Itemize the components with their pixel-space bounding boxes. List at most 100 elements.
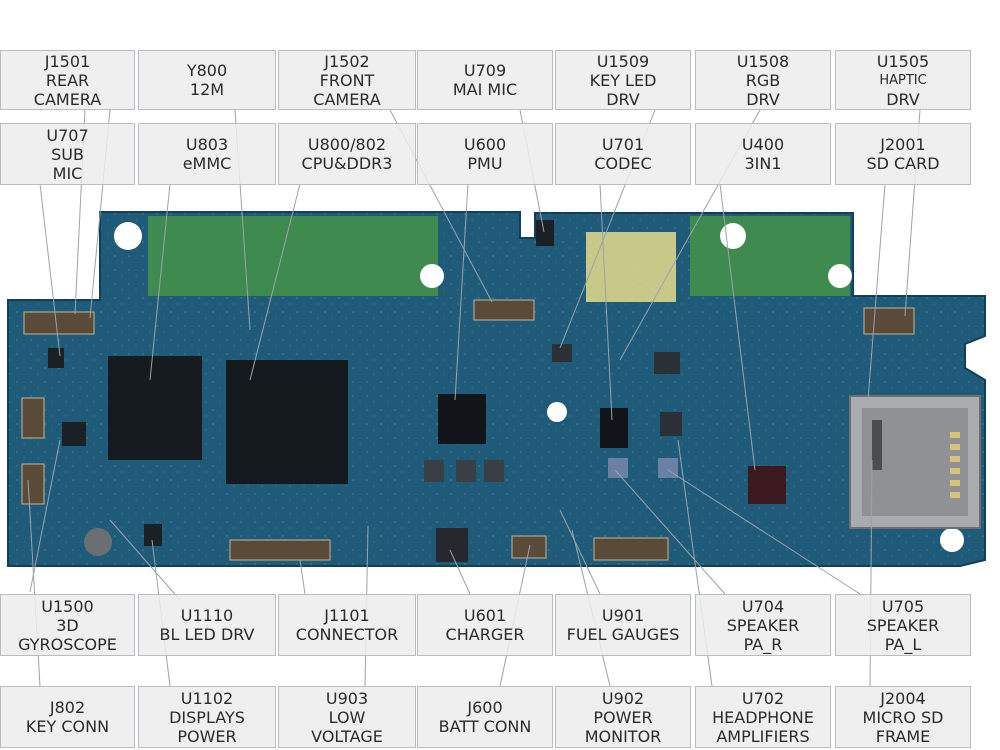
label-line: J1101	[324, 606, 370, 625]
label-line: U704	[741, 596, 785, 616]
inductor	[84, 528, 112, 556]
leader-line	[249, 183, 301, 381]
label-line: U1110	[180, 606, 234, 625]
label-line: CAMERA	[313, 89, 381, 109]
pmu-chip	[438, 394, 486, 444]
leader-line	[599, 183, 613, 421]
mounting-hole	[547, 402, 567, 422]
label-line: FRAME	[875, 726, 931, 746]
label-line: J802	[49, 698, 86, 717]
label-line: FRONT	[319, 70, 375, 90]
label-line: BL LED DRV	[159, 625, 255, 644]
label-line: GYROSCOPE	[18, 634, 117, 654]
leader-line	[454, 183, 469, 401]
label-line: MIC	[52, 163, 83, 183]
label-line: Y800	[186, 61, 228, 80]
chip	[144, 524, 162, 546]
label-line: RGB	[745, 70, 781, 90]
chip	[424, 460, 444, 482]
label-line: VOLTAGE	[311, 726, 383, 746]
label-line: U901	[601, 606, 645, 625]
leader-line	[149, 183, 171, 381]
label-line: SPEAKER	[866, 615, 940, 635]
label-line: PA_R	[743, 634, 783, 654]
display-connector	[229, 539, 331, 561]
chip	[62, 422, 86, 446]
antenna-area-right	[690, 216, 850, 296]
label-line: DISPLAYS	[169, 707, 245, 727]
chip	[654, 352, 680, 374]
label-line: MAI MIC	[452, 80, 518, 99]
leader-line	[449, 549, 471, 595]
label-line: LOW	[328, 707, 366, 727]
label-line: U902	[601, 688, 645, 708]
label-line: SUB	[51, 144, 84, 164]
label-line: eMMC	[182, 154, 232, 173]
mounting-hole	[420, 264, 444, 288]
label-line: KEY CONN	[25, 717, 110, 736]
battery-connector	[511, 535, 547, 559]
label-line: U803	[185, 135, 229, 154]
label-line: CPU&DDR3	[301, 154, 393, 173]
chip	[484, 460, 504, 482]
label-line: U601	[463, 606, 507, 625]
leader-line	[559, 509, 601, 595]
rear-camera-connector	[23, 311, 95, 335]
label-line: POWER	[177, 726, 237, 746]
label-line: J1501	[44, 51, 91, 71]
label-line: SPEAKER	[726, 615, 800, 635]
sd-card-contacts	[872, 420, 960, 498]
key-connector	[21, 463, 45, 505]
label-line: U903	[325, 688, 369, 708]
label-line: U701	[601, 135, 645, 154]
label-line: U1508	[736, 51, 790, 71]
label-line: J1502	[324, 51, 370, 71]
leader-line	[39, 183, 61, 357]
label-line: U600	[463, 135, 507, 154]
label-line: KEY LED	[589, 70, 657, 90]
leader-line	[299, 559, 306, 595]
antenna-area-left	[148, 216, 438, 296]
cpu-chip	[226, 360, 348, 484]
label-line: DRV	[746, 89, 780, 109]
label-line: CHARGER	[445, 625, 525, 644]
label-line: U709	[463, 61, 507, 80]
front-camera-connector	[473, 299, 535, 321]
label-line: 12M	[189, 80, 225, 99]
three-in-one-chip	[748, 466, 786, 504]
label-line: BATT CONN	[438, 717, 532, 736]
leader-line	[867, 183, 886, 401]
charger-chip	[436, 528, 468, 562]
label-line: CAMERA	[33, 89, 102, 109]
label-line: REAR	[45, 70, 90, 90]
codec-chip	[600, 408, 628, 448]
label-line: SD CARD	[866, 154, 940, 173]
label-line: HAPTIC	[879, 72, 927, 88]
label-line: 3IN1	[744, 154, 782, 173]
shield-pad	[586, 232, 676, 302]
chip	[536, 220, 554, 246]
label-line: U800/802	[307, 135, 387, 154]
mounting-hole	[828, 264, 852, 288]
